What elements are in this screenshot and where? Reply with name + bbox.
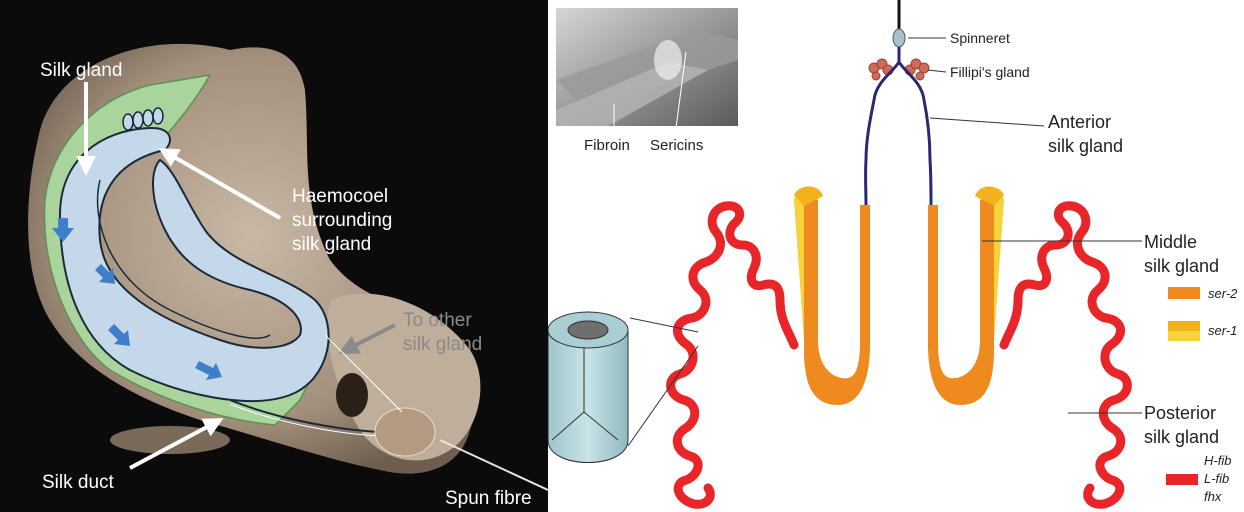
tube-body	[548, 330, 628, 463]
legend-label-ser2: ser-2	[1208, 286, 1238, 301]
legend-swatch-posterior	[1166, 474, 1198, 485]
label-fillipi: Fillipi's gland	[950, 64, 1030, 80]
legend-label-ser1: ser-1	[1208, 323, 1237, 338]
silkworm-illustration-panel: Silk gland Haemocoel surrounding silk gl…	[0, 0, 548, 512]
label-haemocoel-line3: silk gland	[292, 234, 371, 255]
legend-swatch-ser2	[1168, 287, 1200, 299]
legend-label-hfib: H-fib	[1204, 453, 1231, 468]
legend-swatch-ser1-bottom	[1168, 331, 1200, 341]
label-posterior-line1: Posterior	[1144, 403, 1216, 423]
label-middle-line2: silk gland	[1144, 256, 1219, 276]
label-anterior-line1: Anterior	[1048, 112, 1111, 132]
spinneret-head	[375, 408, 435, 456]
label-silk-duct: Silk duct	[42, 472, 115, 493]
label-sericins: Sericins	[650, 137, 703, 154]
silk-gland-schematic-panel: Fibroin Sericins	[548, 0, 1244, 512]
tube-lumen	[568, 321, 608, 339]
label-posterior-line2: silk gland	[1144, 427, 1219, 447]
spinneret	[893, 29, 905, 47]
legend-label-fhx: fhx	[1204, 489, 1222, 504]
label-haemocoel-line1: Haemocoel	[292, 186, 388, 207]
label-spinneret: Spinneret	[950, 30, 1010, 46]
sem-sericin-coat	[654, 40, 682, 80]
legend-label-lfib: L-fib	[1204, 471, 1229, 486]
label-anterior-line2: silk gland	[1048, 136, 1123, 156]
label-haemocoel-line2: surrounding	[292, 210, 392, 231]
label-fibroin: Fibroin	[584, 137, 630, 154]
label-middle-line1: Middle	[1144, 232, 1197, 252]
label-silk-gland: Silk gland	[40, 60, 122, 81]
larva-eye-spot	[336, 373, 368, 417]
larva-prolegs	[110, 426, 230, 454]
label-spun-fibre: Spun fibre	[445, 488, 532, 509]
label-to-other-line2: silk gland	[403, 334, 482, 355]
legend-swatch-ser1-top	[1168, 321, 1200, 331]
label-to-other-line1: To other	[403, 310, 472, 331]
